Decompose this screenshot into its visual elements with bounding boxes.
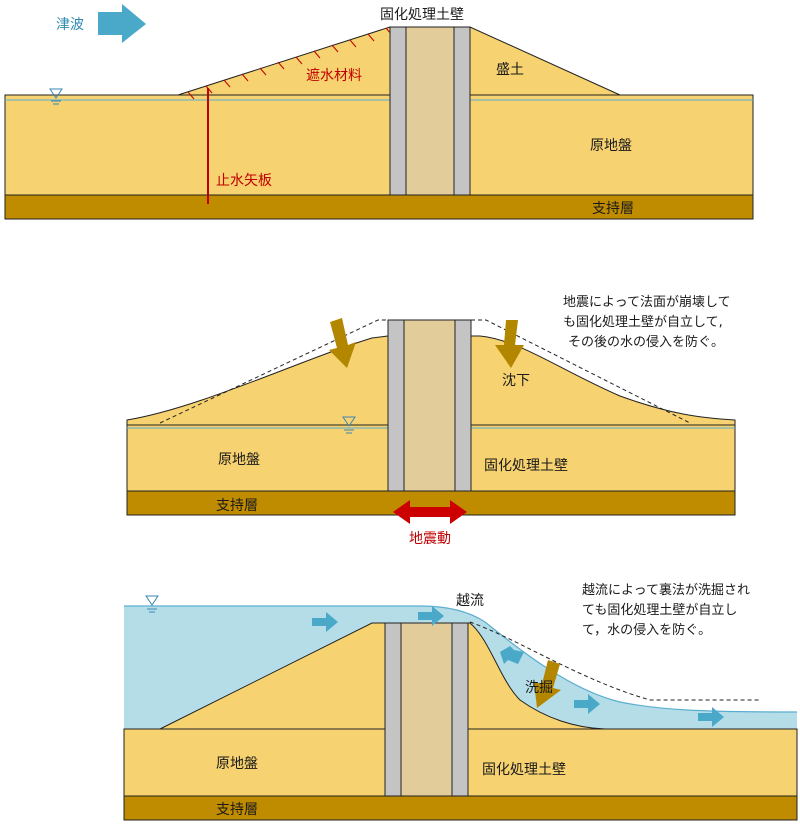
original-slope-outline	[471, 319, 691, 424]
water-surface	[124, 605, 798, 713]
panel-earthquake: 地震によって法面が崩壊して も固化処理土壁が自立して, その後の水の侵入を防ぐ。…	[126, 295, 736, 547]
note-line: 地震によって法面が崩壊して	[563, 295, 731, 310]
wall-left-shell	[384, 622, 402, 797]
settlement-arrow-icon	[495, 320, 524, 368]
water-level-triangle-icon	[145, 595, 159, 613]
original-slope-outline	[469, 621, 760, 701]
settlement-arrow-icon	[329, 318, 356, 368]
wall-core	[403, 319, 456, 492]
wall-core	[405, 26, 455, 196]
panel-normal-condition: 津波 固化処理土壁 遮水材料 盛土 原地盤 止水矢板 支持層	[4, 4, 754, 220]
flow-arrow-icon	[312, 612, 338, 632]
double-arrow-icon	[393, 500, 467, 524]
settlement-label: 沈下	[502, 373, 530, 389]
bearing-layer	[123, 795, 798, 821]
note-line: 越流によって裏法が洗掘され	[582, 583, 750, 598]
ground-motion-label: 地震動	[409, 531, 451, 547]
bearing-layer-label: 支持層	[592, 201, 634, 217]
fill-label: 盛土	[496, 62, 524, 78]
overflow-label: 越流	[456, 593, 484, 609]
scoured-embankment	[467, 622, 606, 730]
original-ground-label: 原地盤	[590, 138, 632, 154]
note-line: も固化処理土壁が自立して,	[563, 315, 723, 330]
flow-arrow-icon	[418, 606, 444, 626]
seal-material-label: 遮水材料	[306, 68, 362, 84]
wall-left-shell	[387, 319, 405, 492]
wall-right-shell	[453, 26, 471, 196]
note-line: その後の水の侵入を防ぐ。	[568, 334, 724, 350]
wall-core	[400, 622, 453, 797]
bearing-layer-label: 支持層	[216, 498, 258, 514]
wall-label: 固化処理土壁	[482, 762, 566, 778]
flow-arrow-icon	[574, 694, 600, 714]
note-line: て，水の侵入を防ぐ。	[582, 622, 711, 638]
original-ground	[4, 94, 754, 196]
water-level-triangle-icon	[49, 88, 63, 105]
sheet-pile-label: 止水矢板	[216, 173, 272, 189]
original-slope-outline	[159, 319, 388, 424]
bearing-layer	[4, 194, 754, 220]
flow-arrow-icon	[698, 707, 724, 727]
original-ground-label: 原地盤	[216, 756, 258, 772]
panel-overflow: 越流によって裏法が洗掘され ても固化処理土壁が自立し て，水の侵入を防ぐ。 越流…	[123, 583, 798, 821]
bearing-layer-label: 支持層	[216, 802, 258, 818]
note-line: ても固化処理土壁が自立し	[582, 603, 737, 618]
wall-title-label: 固化処理土壁	[380, 7, 464, 23]
water-level-triangle-icon	[342, 416, 356, 434]
scour-label: 洗掘	[525, 680, 553, 696]
wall-right-shell	[451, 622, 469, 797]
flow-arrow-icon	[500, 646, 524, 664]
wall-left-shell	[389, 26, 407, 196]
wall-label: 固化処理土壁	[484, 458, 568, 474]
tsunami-label: 津波	[56, 17, 84, 33]
original-ground-label: 原地盤	[218, 452, 260, 468]
scour-arrow-icon	[534, 660, 561, 708]
tsunami-arrow-icon	[98, 4, 146, 43]
wall-right-shell	[454, 319, 472, 492]
